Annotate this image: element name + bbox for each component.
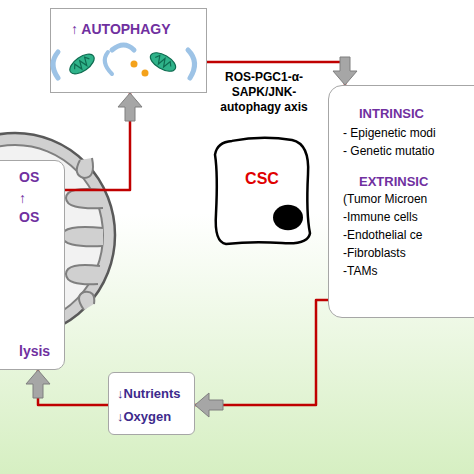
cell-outline: [212, 135, 312, 247]
section-heading: INTRINSIC: [359, 106, 424, 122]
block-arrowhead: [26, 370, 50, 398]
cycle-connector: [195, 300, 328, 417]
metabolism-item: OS: [19, 209, 39, 226]
cell-label: CSC: [245, 169, 279, 188]
list-item: -Fibroblasts: [343, 244, 406, 262]
factors-box: INTRINSIC - Epigenetic modi- Genetic muta…: [328, 85, 474, 318]
deprivation-item: ↓Oxygen: [117, 408, 171, 425]
list-item: - Epigenetic modi: [343, 124, 436, 142]
deprivation-item: ↓Nutrients: [117, 385, 181, 402]
block-arrowhead: [195, 393, 223, 417]
list-item: - Genetic mutatio: [343, 142, 434, 160]
section-heading: EXTRINSIC: [359, 174, 428, 190]
cycle-connector: [65, 93, 142, 190]
crista: [62, 227, 103, 246]
crista: [66, 265, 100, 284]
red-cycle-line: [195, 300, 328, 405]
list-item: -Immune cells: [343, 208, 418, 226]
red-cycle-line: [65, 93, 130, 190]
cell-nucleus: [273, 205, 303, 231]
crista: [77, 158, 93, 178]
csc-cell: CSC: [212, 135, 312, 247]
cycle-connector: [26, 370, 108, 405]
box-heading: ↑ AUTOPHAGY: [71, 21, 171, 38]
red-cycle-line: [38, 370, 108, 405]
metabolism-box: OS ↑ OS lysis: [0, 160, 65, 370]
crista: [66, 189, 103, 208]
list-item: -Endothelial ce: [343, 226, 422, 244]
block-arrowhead: [118, 93, 142, 121]
block-arrowhead: [333, 57, 357, 85]
metabolism-item: lysis: [19, 343, 50, 360]
cell-membrane: [215, 138, 310, 244]
list-item: -TAMs: [343, 262, 377, 280]
metabolism-item: OS: [19, 169, 39, 186]
crista: [79, 292, 94, 310]
list-item: (Tumor Microen: [343, 190, 427, 208]
pathway-label: ROS-PGC1-α-SAPK/JNK-autophagy axis: [216, 70, 312, 115]
metabolism-arrow: ↑: [19, 190, 26, 207]
nutrients-box: ↓Nutrients ↓Oxygen: [108, 372, 195, 435]
autophagy-box: ↑ AUTOPHAGY: [50, 8, 207, 93]
